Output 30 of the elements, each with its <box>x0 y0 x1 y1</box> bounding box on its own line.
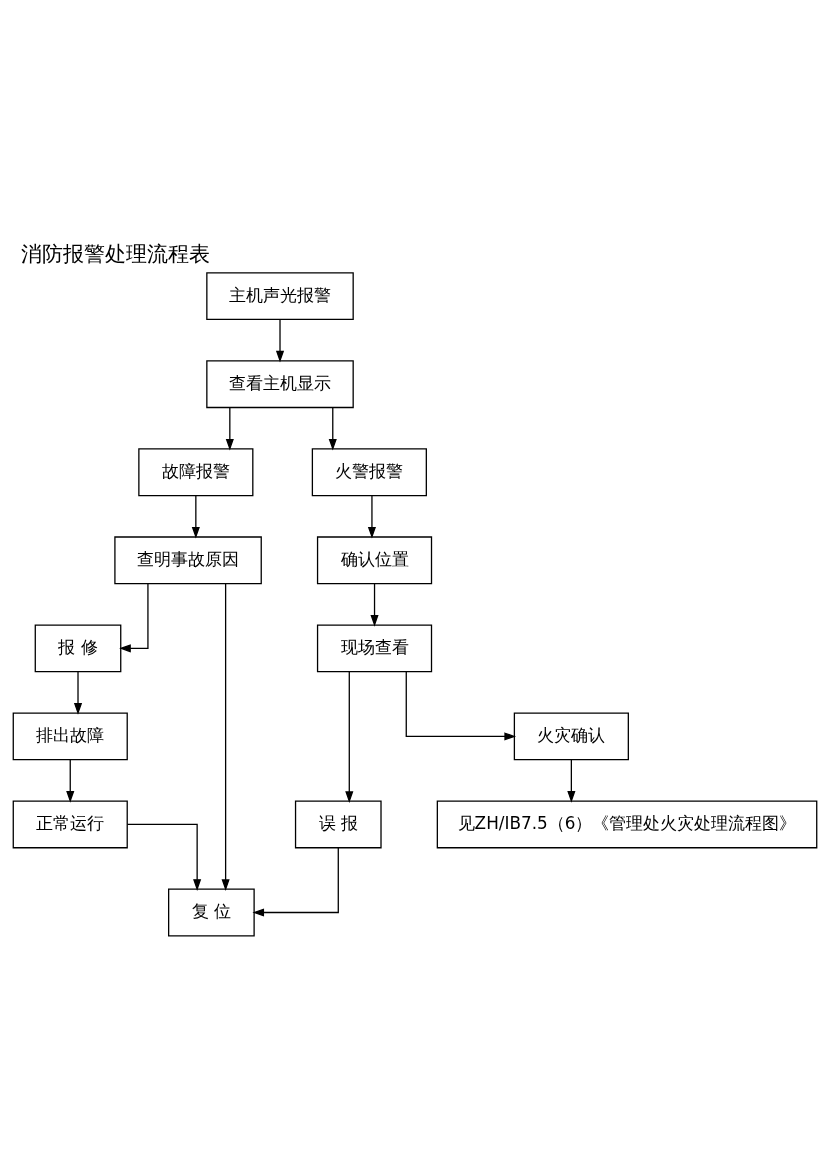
arrow <box>328 406 337 451</box>
node-box: 火灾确认 <box>513 711 629 760</box>
arrow <box>119 582 149 652</box>
arrow <box>126 823 202 891</box>
arrow <box>367 494 377 539</box>
node-box: 误 报 <box>294 800 382 848</box>
node-box: 现场查看 <box>316 623 433 672</box>
node-box: 查看主机显示 <box>206 359 354 408</box>
diagram-title: 消防报警处理流程表 <box>21 241 211 266</box>
arrow <box>221 582 230 891</box>
arrow <box>191 494 200 539</box>
node-box: 火警报警 <box>311 447 427 496</box>
arrow <box>345 670 354 803</box>
arrow <box>252 846 339 917</box>
node-box: 见ZH/IB7.5（6）《管理处火灾处理流程图》 <box>436 800 818 848</box>
node-box: 确认位置 <box>316 535 433 584</box>
node-box: 报 修 <box>34 623 122 672</box>
node-box: 正常运行 <box>12 800 128 848</box>
node-box: 故障报警 <box>138 447 254 496</box>
arrow <box>73 670 83 715</box>
node-box: 排出故障 <box>12 711 128 760</box>
node-box: 查明事故原因 <box>114 535 262 584</box>
arrow <box>370 582 379 627</box>
arrow <box>66 758 75 803</box>
arrow <box>275 318 285 362</box>
arrow <box>567 758 576 803</box>
arrow <box>225 406 234 451</box>
node-box: 复 位 <box>168 888 255 936</box>
node-box: 主机声光报警 <box>206 271 354 320</box>
arrow <box>405 670 517 740</box>
